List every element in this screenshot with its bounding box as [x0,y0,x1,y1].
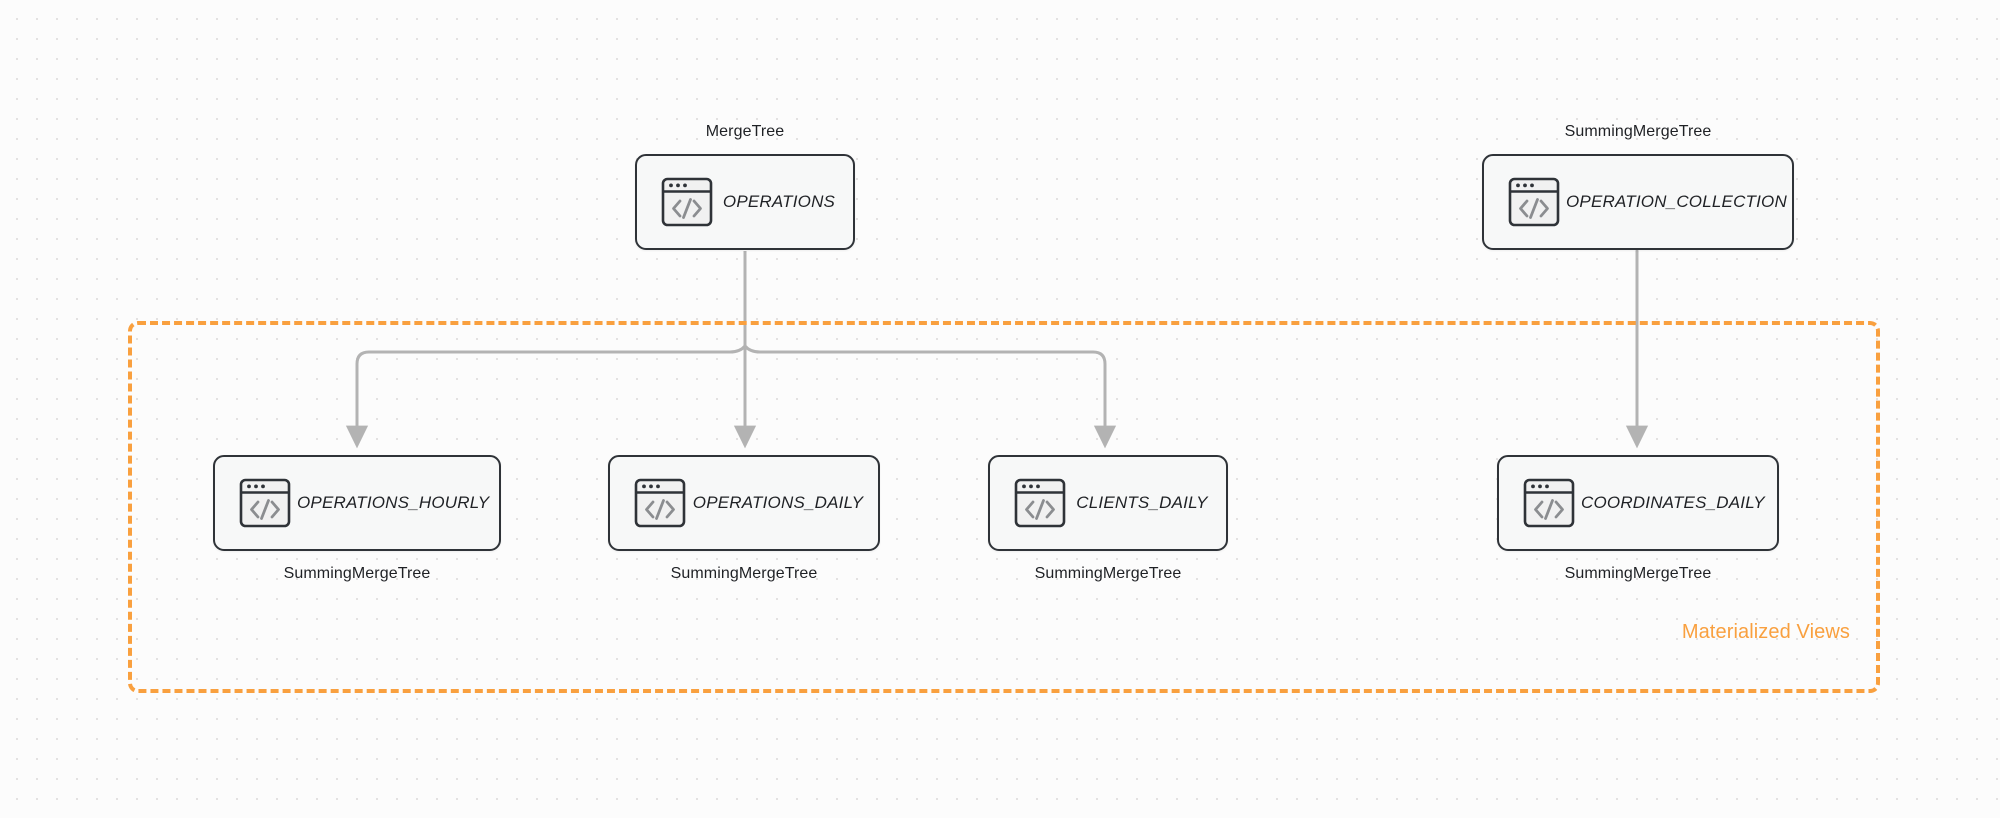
node-coordinates_daily[interactable]: COORDINATES_DAILY [1497,455,1779,551]
node-operations_daily[interactable]: OPERATIONS_DAILY [608,455,880,551]
node-operation_collection[interactable]: OPERATION_COLLECTION [1482,154,1794,250]
node-label-operation_collection: OPERATION_COLLECTION [1566,192,1787,211]
node-label-coordinates_daily: COORDINATES_DAILY [1581,493,1765,512]
materialized-views-label: Materialized Views [1681,621,1850,643]
code-window-icon [661,177,713,227]
engine-caption-operation_collection: SummingMergeTree [1564,123,1712,140]
engine-caption-operations: MergeTree [705,123,785,140]
code-window-icon [1508,177,1560,227]
node-operations_hourly[interactable]: OPERATIONS_HOURLY [213,455,501,551]
engine-caption-operations_daily: SummingMergeTree [670,565,818,582]
node-label-operations_hourly: OPERATIONS_HOURLY [297,493,490,512]
code-window-icon [1523,478,1575,528]
node-label-operations: OPERATIONS [722,192,836,211]
code-window-icon [1014,478,1066,528]
node-label-operations_daily: OPERATIONS_DAILY [692,493,864,512]
node-operations[interactable]: OPERATIONS [635,154,855,250]
engine-caption-operations_hourly: SummingMergeTree [283,565,431,582]
engine-caption-coordinates_daily: SummingMergeTree [1564,565,1712,582]
edge-operations-to-clients-daily [743,344,1117,449]
node-clients_daily[interactable]: CLIENTS_DAILY [988,455,1228,551]
node-label-clients_daily: CLIENTS_DAILY [1076,493,1208,512]
code-window-icon [634,478,686,528]
code-window-icon [239,478,291,528]
edge-operations-to-operations-hourly [345,344,747,449]
engine-caption-clients_daily: SummingMergeTree [1034,565,1182,582]
